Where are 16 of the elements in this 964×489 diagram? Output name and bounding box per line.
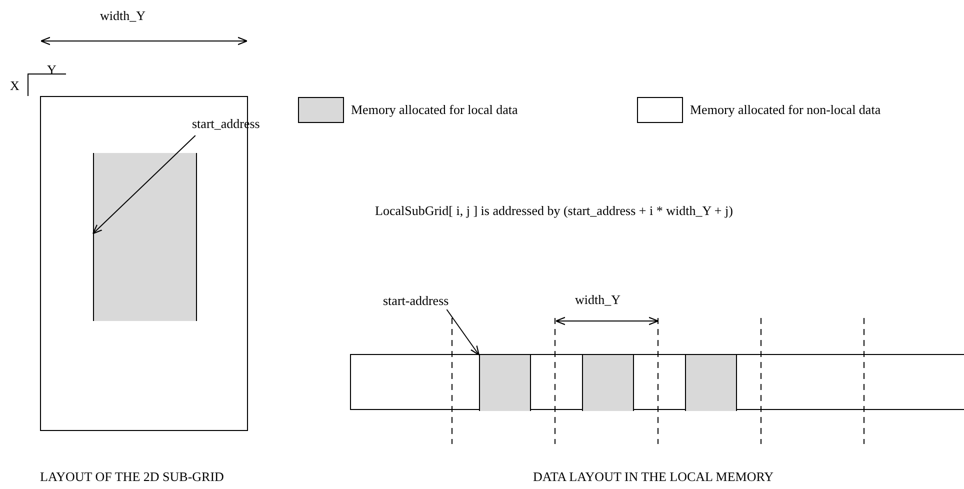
figure-caption: DATA LAYOUT IN THE LOCAL MEMORY bbox=[533, 469, 774, 484]
legend-label: Memory allocated for non-local data bbox=[690, 102, 881, 117]
formula-text: LocalSubGrid[ i, j ] is addressed by (start_address + i * width_Y + j) bbox=[375, 203, 733, 218]
dimension-label: width_Y bbox=[575, 292, 620, 307]
leader-line bbox=[446, 309, 480, 356]
axis-label: X bbox=[10, 78, 20, 93]
local-data-block bbox=[93, 153, 197, 321]
callout-text: start-address bbox=[383, 293, 449, 308]
local-data-block bbox=[479, 355, 531, 411]
local-data-block bbox=[582, 355, 634, 411]
memory-strip bbox=[350, 354, 964, 410]
figure-caption: LAYOUT OF THE 2D SUB-GRID bbox=[40, 469, 224, 484]
leader-line bbox=[92, 135, 196, 234]
local-data-block bbox=[685, 355, 737, 411]
dimension-label: width_Y bbox=[100, 8, 146, 23]
legend-label: Memory allocated for local data bbox=[351, 102, 518, 117]
